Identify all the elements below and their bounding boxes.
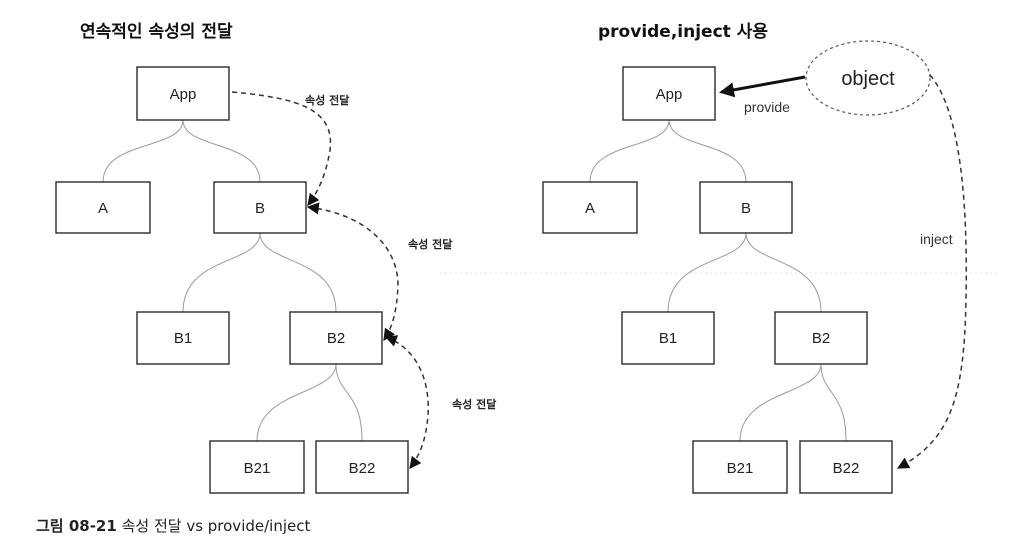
branch-app-a — [102, 119, 184, 183]
right-node-app: App — [622, 66, 716, 121]
right-node-b22-label: B22 — [833, 460, 860, 477]
left-node-b-label: B — [255, 200, 265, 217]
right-node-b2-label: B2 — [812, 330, 830, 347]
right-node-a: A — [542, 181, 638, 234]
left-arrow-b2-to-b22 — [384, 335, 429, 469]
left-edge-label-1: 속성 전달 — [305, 93, 349, 107]
provide-arrow — [719, 75, 806, 98]
left-tree-branches — [102, 119, 363, 442]
figure-caption-text: 속성 전달 vs provide/inject — [121, 517, 311, 535]
figure-caption: 그림 08-21 속성 전달 vs provide/inject — [36, 515, 310, 536]
inject-label-bg — [918, 230, 964, 248]
right-node-b21: B21 — [692, 440, 788, 494]
branch-b2-b21 — [256, 363, 337, 442]
left-edge-label-3: 속성 전달 — [452, 397, 496, 411]
right-node-b: B — [699, 181, 793, 234]
object-label: object — [841, 68, 895, 90]
left-node-a-label: A — [98, 200, 108, 217]
left-node-b2-label: B2 — [327, 330, 345, 347]
left-node-b22-label: B22 — [349, 460, 376, 477]
left-panel-title: 연속적인 속성의 전달 — [80, 21, 233, 42]
inject-arrow — [896, 74, 968, 469]
left-node-b21: B21 — [209, 440, 305, 494]
branch-b-b2-right — [745, 232, 822, 313]
left-node-b1: B1 — [136, 311, 230, 365]
left-node-b2: B2 — [289, 311, 383, 365]
left-node-b21-label: B21 — [244, 460, 271, 477]
branch-app-b — [182, 119, 261, 183]
left-node-b1-label: B1 — [174, 330, 192, 347]
right-node-b22: B22 — [799, 440, 893, 494]
left-node-a: A — [55, 181, 151, 234]
left-edge-label-2: 속성 전달 — [408, 237, 452, 251]
branch-b2-b22-right — [820, 363, 847, 442]
right-node-b21-label: B21 — [727, 460, 754, 477]
left-node-app: App — [136, 66, 230, 121]
right-node-app-label: App — [656, 86, 683, 103]
right-panel: provide,inject 사용 App A B B1 B2 — [542, 22, 968, 494]
left-arrow-b-to-b2 — [306, 202, 399, 341]
right-node-a-label: A — [585, 200, 595, 217]
branch-app-a-right — [589, 119, 670, 183]
branch-app-b-right — [668, 119, 747, 183]
left-node-b22: B22 — [315, 440, 409, 494]
left-node-b: B — [213, 181, 307, 234]
figure-number: 그림 08-21 — [36, 517, 117, 535]
right-tree-branches — [589, 119, 847, 442]
right-node-b2: B2 — [774, 311, 868, 365]
branch-b2-b22 — [335, 363, 363, 442]
branch-b2-b21-right — [739, 363, 822, 442]
branch-b-b1-right — [667, 232, 747, 313]
branch-b-b2 — [259, 232, 337, 313]
right-panel-title: provide,inject 사용 — [598, 22, 768, 42]
branch-b-b1 — [182, 232, 261, 313]
provide-label: provide — [744, 99, 790, 115]
right-node-b-label: B — [741, 200, 751, 217]
left-node-app-label: App — [170, 86, 197, 103]
right-node-b1: B1 — [621, 311, 715, 365]
inject-label: inject — [920, 231, 953, 247]
left-panel: 연속적인 속성의 전달 App A B B1 B2 — [55, 21, 496, 494]
right-node-b1-label: B1 — [659, 330, 677, 347]
object-bubble: object — [805, 40, 931, 116]
